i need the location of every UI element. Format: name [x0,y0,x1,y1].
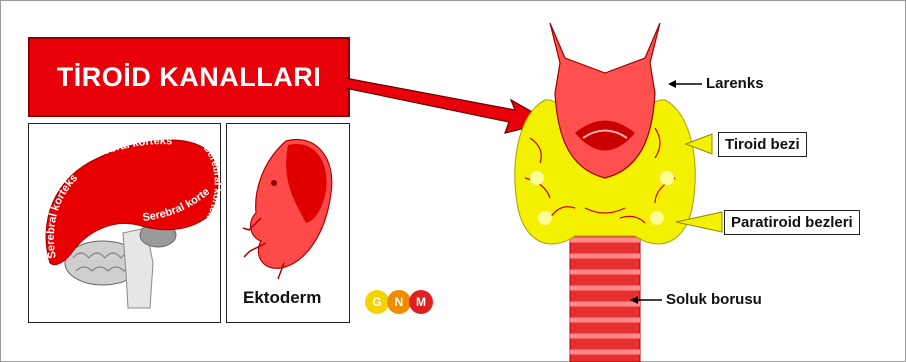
trachea-label: Soluk borusu [666,291,762,308]
thyroid-label: Tiroid bezi [718,132,807,157]
larynx-label: Larenks [706,75,764,92]
parathyroid-label: Paratiroid bezleri [724,210,860,235]
